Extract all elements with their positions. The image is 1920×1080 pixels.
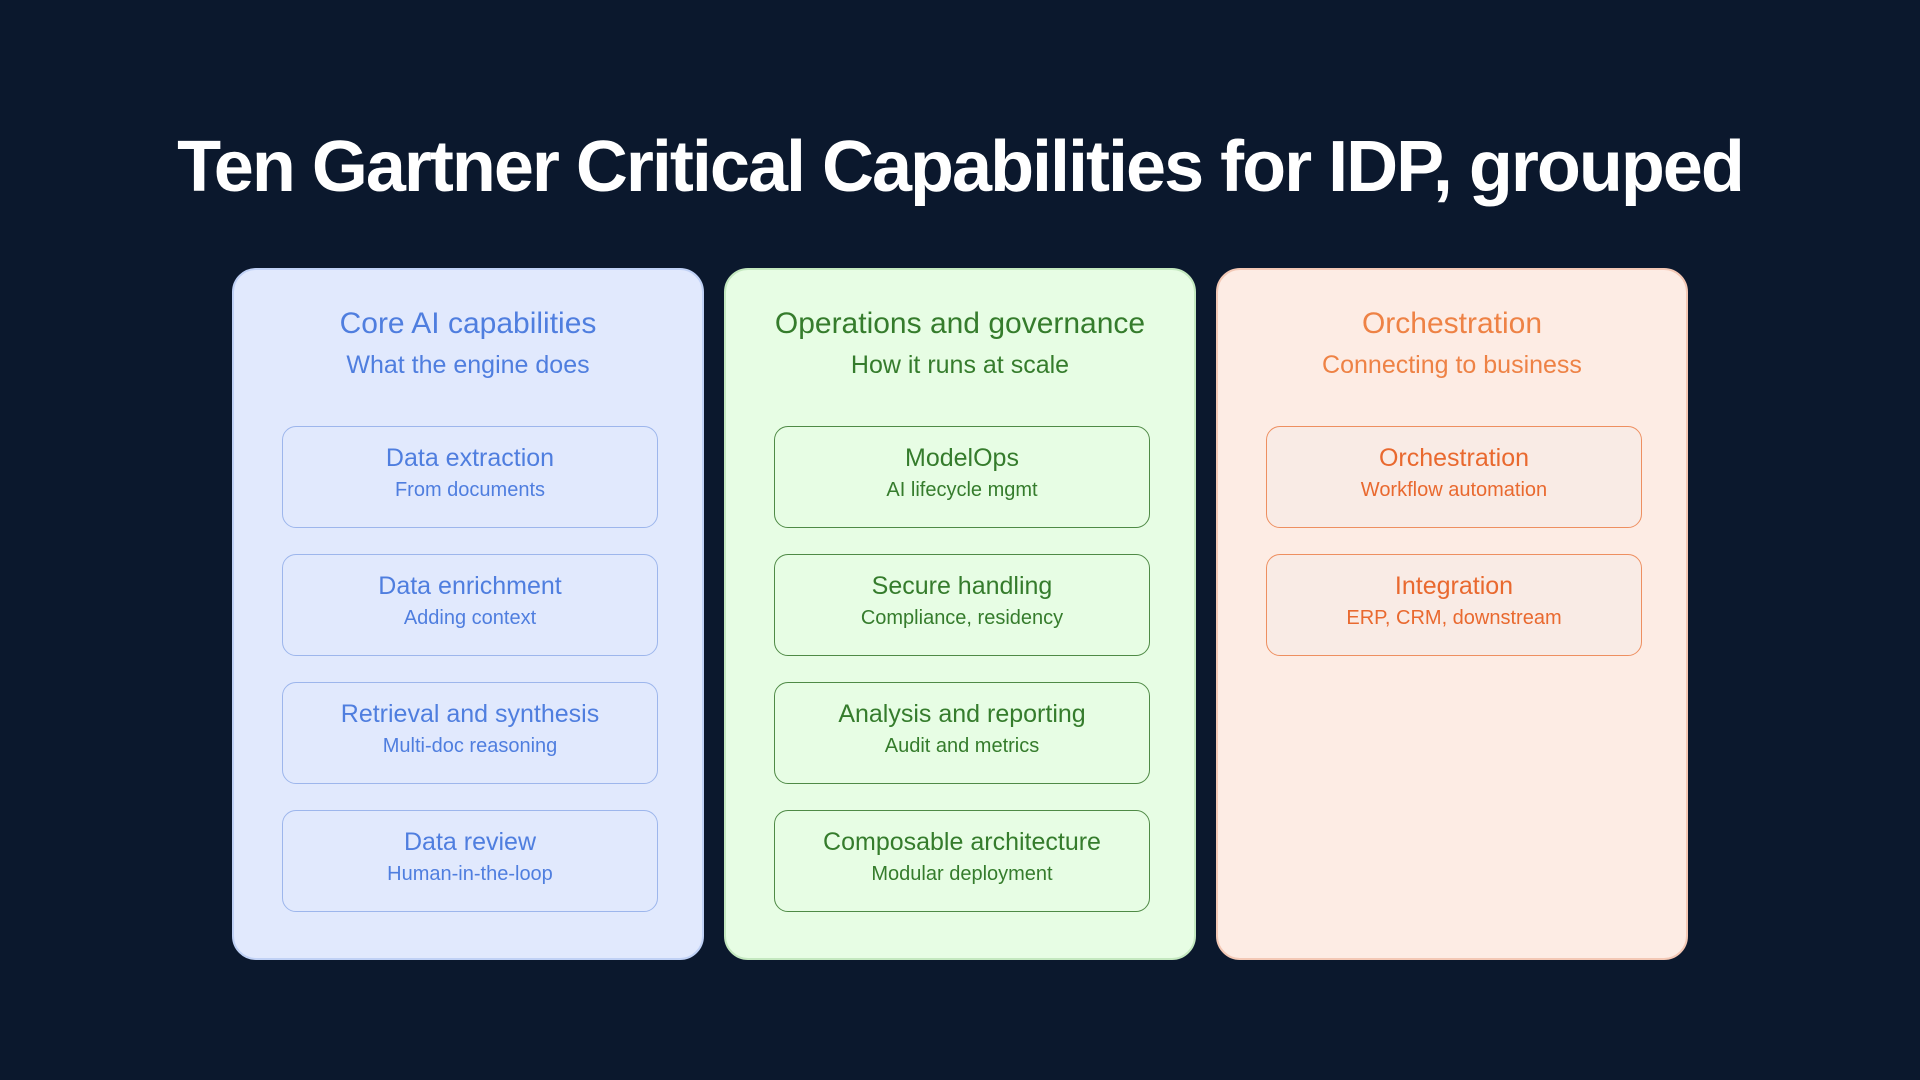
capability-subtitle: Adding context [403,607,537,629]
capability-subtitle: Human-in-the-loop [387,863,553,885]
capability-subtitle: Multi-doc reasoning [382,735,558,757]
group-subtitle: How it runs at scale [850,351,1070,379]
group-header: Core AI capabilities What the engine doe… [234,270,702,410]
capability-subtitle: Compliance, residency [860,607,1064,629]
capability-card-analysis-reporting: Analysis and reporting Audit and metrics [774,682,1150,784]
capability-title: Data enrichment [378,572,562,600]
group-header: Operations and governance How it runs at… [726,270,1194,410]
capability-subtitle: ERP, CRM, downstream [1346,607,1562,629]
capability-list: Orchestration Workflow automation Integr… [1266,426,1642,682]
capability-title: Data review [404,828,536,856]
capability-subtitle: AI lifecycle mgmt [886,479,1038,501]
capability-card-data-review: Data review Human-in-the-loop [282,810,658,912]
page-title: Ten Gartner Critical Capabilities for ID… [177,127,1745,207]
group-subtitle: Connecting to business [1322,351,1582,379]
capability-title: Secure handling [871,572,1053,600]
capability-subtitle: Audit and metrics [884,735,1040,757]
capability-card-modelops: ModelOps AI lifecycle mgmt [774,426,1150,528]
capability-card-data-enrichment: Data enrichment Adding context [282,554,658,656]
group-header: Orchestration Connecting to business [1218,270,1686,410]
capability-card-retrieval-synthesis: Retrieval and synthesis Multi-doc reason… [282,682,658,784]
capability-title: Orchestration [1378,444,1530,472]
group-core-ai: Core AI capabilities What the engine doe… [232,268,704,960]
capability-title: ModelOps [905,444,1019,472]
capability-subtitle: From documents [394,479,546,501]
capability-title: Analysis and reporting [838,700,1086,728]
capability-subtitle: Modular deployment [871,863,1053,885]
capability-card-orchestration: Orchestration Workflow automation [1266,426,1642,528]
group-orchestration: Orchestration Connecting to business Orc… [1216,268,1688,960]
capability-list: ModelOps AI lifecycle mgmt Secure handli… [774,426,1150,938]
capability-card-data-extraction: Data extraction From documents [282,426,658,528]
capability-card-secure-handling: Secure handling Compliance, residency [774,554,1150,656]
capability-card-composable-architecture: Composable architecture Modular deployme… [774,810,1150,912]
group-operations-governance: Operations and governance How it runs at… [724,268,1196,960]
capability-title: Retrieval and synthesis [340,700,600,728]
group-title: Orchestration [1361,307,1543,340]
group-subtitle: What the engine does [346,351,590,379]
group-title: Operations and governance [774,307,1146,340]
group-title: Core AI capabilities [339,307,597,340]
capability-groups: Core AI capabilities What the engine doe… [232,268,1690,960]
capability-title: Composable architecture [823,828,1101,856]
capability-title: Data extraction [385,444,555,472]
capability-list: Data extraction From documents Data enri… [282,426,658,938]
capability-card-integration: Integration ERP, CRM, downstream [1266,554,1642,656]
capability-subtitle: Workflow automation [1360,479,1548,501]
capability-title: Integration [1394,572,1514,600]
